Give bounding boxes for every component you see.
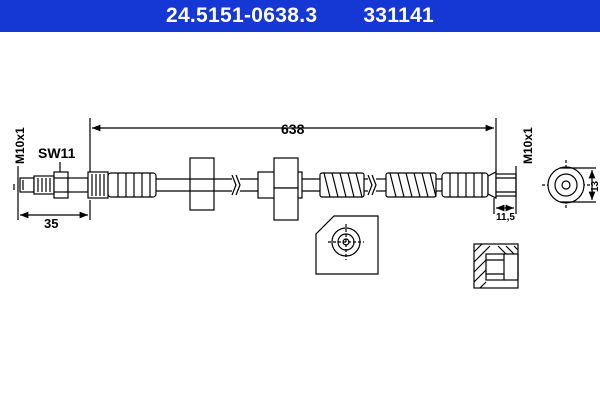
hose-spring-guard-right [385,172,442,198]
title-bar: 24.5151-0638.3 331141 [0,0,600,32]
fitting-end-view: 13 [542,160,600,210]
end-diameter-label: 13 [590,180,600,192]
thread-section-detail [473,243,519,289]
left-thread-dimension: M10x1 [13,127,27,212]
total-length-dimension: 638 [89,118,497,172]
fitting-length-label: 35 [44,216,58,231]
bracket-detail-view [315,215,379,275]
hose-ribbed-segment-left [107,172,190,198]
hose-spring-guard-center [319,172,386,198]
right-fitting [487,171,517,199]
left-thread-label: M10x1 [13,127,27,164]
part-number: 24.5151-0638.3 [165,4,318,27]
right-thread-label: M10x1 [521,127,535,164]
end-length-dimension: 11,5 [493,198,517,223]
right-thread-dimension: M10x1 [515,127,535,212]
hose-ribbed-segment-right [441,172,489,198]
reference-number: 331141 [363,4,435,27]
end-length-label: 11,5 [496,212,515,223]
total-length-label: 638 [281,121,305,137]
hose-bracket-center [257,157,320,221]
left-fitting: SW11 [19,145,109,199]
fitting-length-dimension: 35 [17,200,91,231]
wrench-size-label: SW11 [38,145,76,161]
hose-bracket-left [189,157,258,211]
hose-technical-drawing: M10x1 SW11 35 [13,118,600,289]
